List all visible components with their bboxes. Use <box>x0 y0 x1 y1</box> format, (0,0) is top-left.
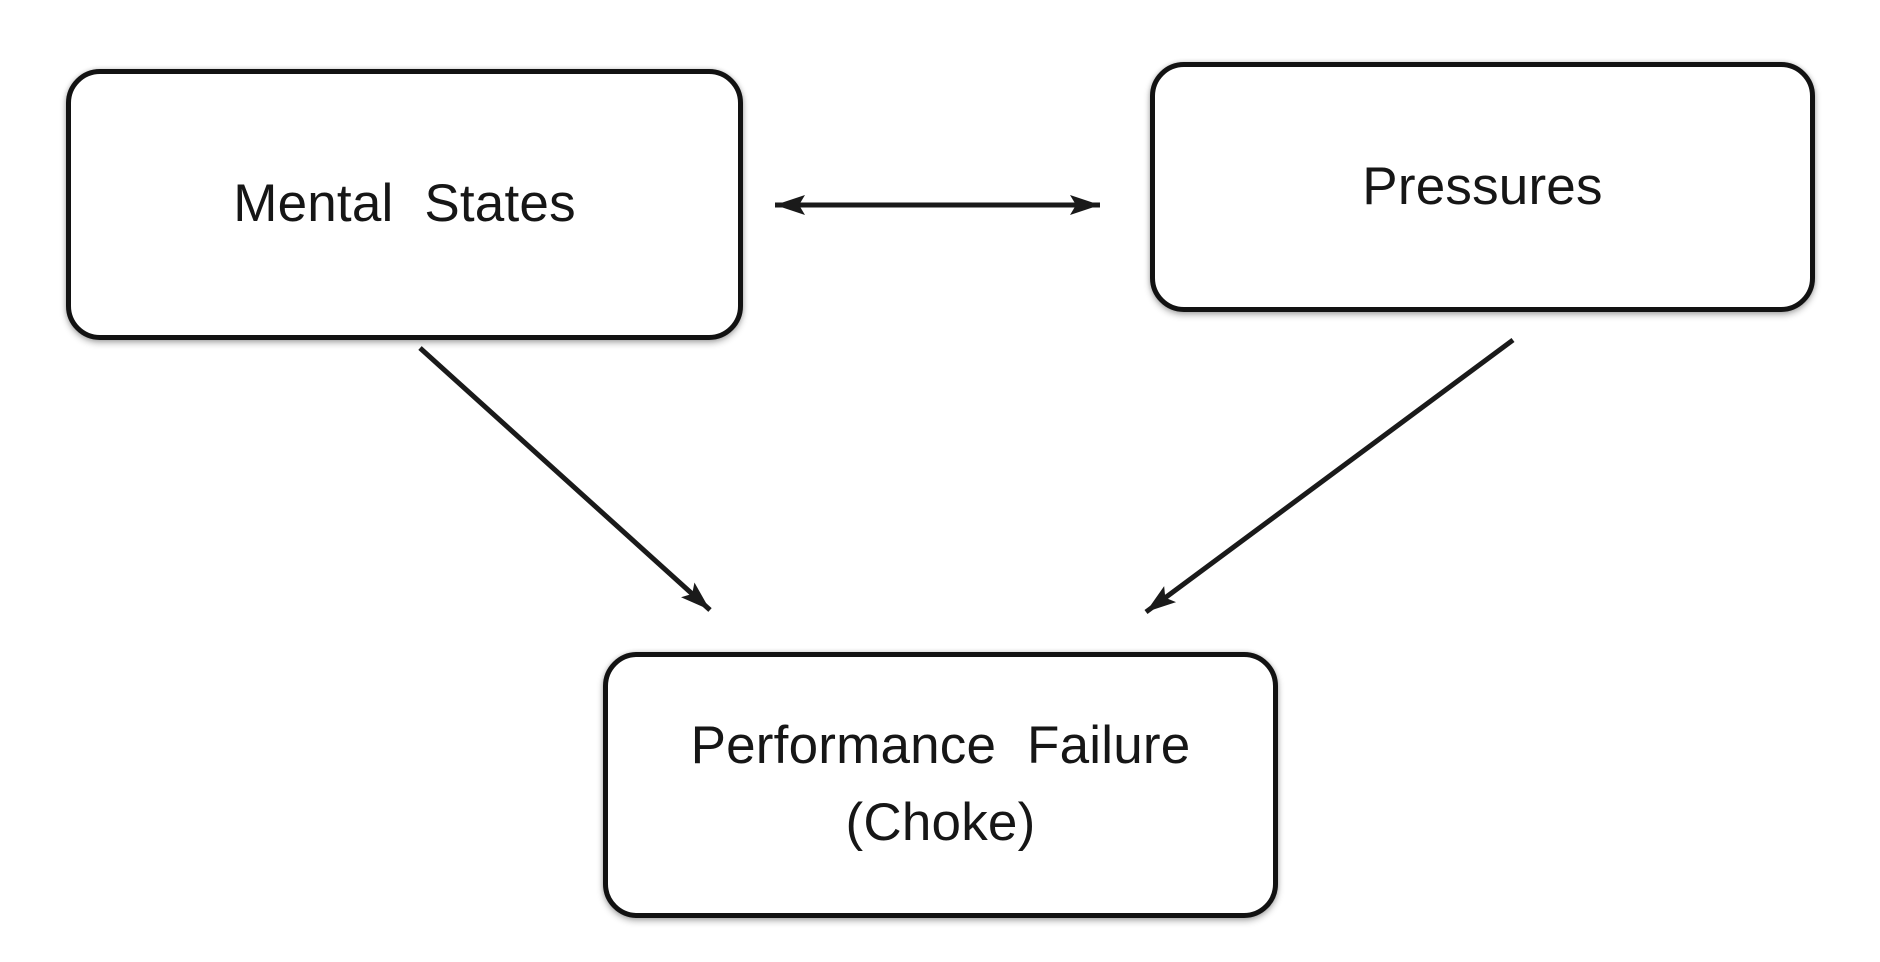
node-pressures: Pressures <box>1150 62 1815 312</box>
node-performance-failure: Performance Failure (Choke) <box>603 652 1278 918</box>
node-performance-failure-label-line1: Performance Failure <box>690 716 1191 776</box>
node-mental-states-label: Mental States <box>233 174 576 234</box>
node-pressures-label: Pressures <box>1362 156 1603 216</box>
node-mental-states: Mental States <box>66 69 743 340</box>
edge-mental-states-to-performance-failure-arrow <box>418 346 712 612</box>
edge-pressures-to-performance-failure-arrow <box>1144 337 1515 615</box>
node-performance-failure-label-line2: (Choke) <box>845 793 1036 852</box>
